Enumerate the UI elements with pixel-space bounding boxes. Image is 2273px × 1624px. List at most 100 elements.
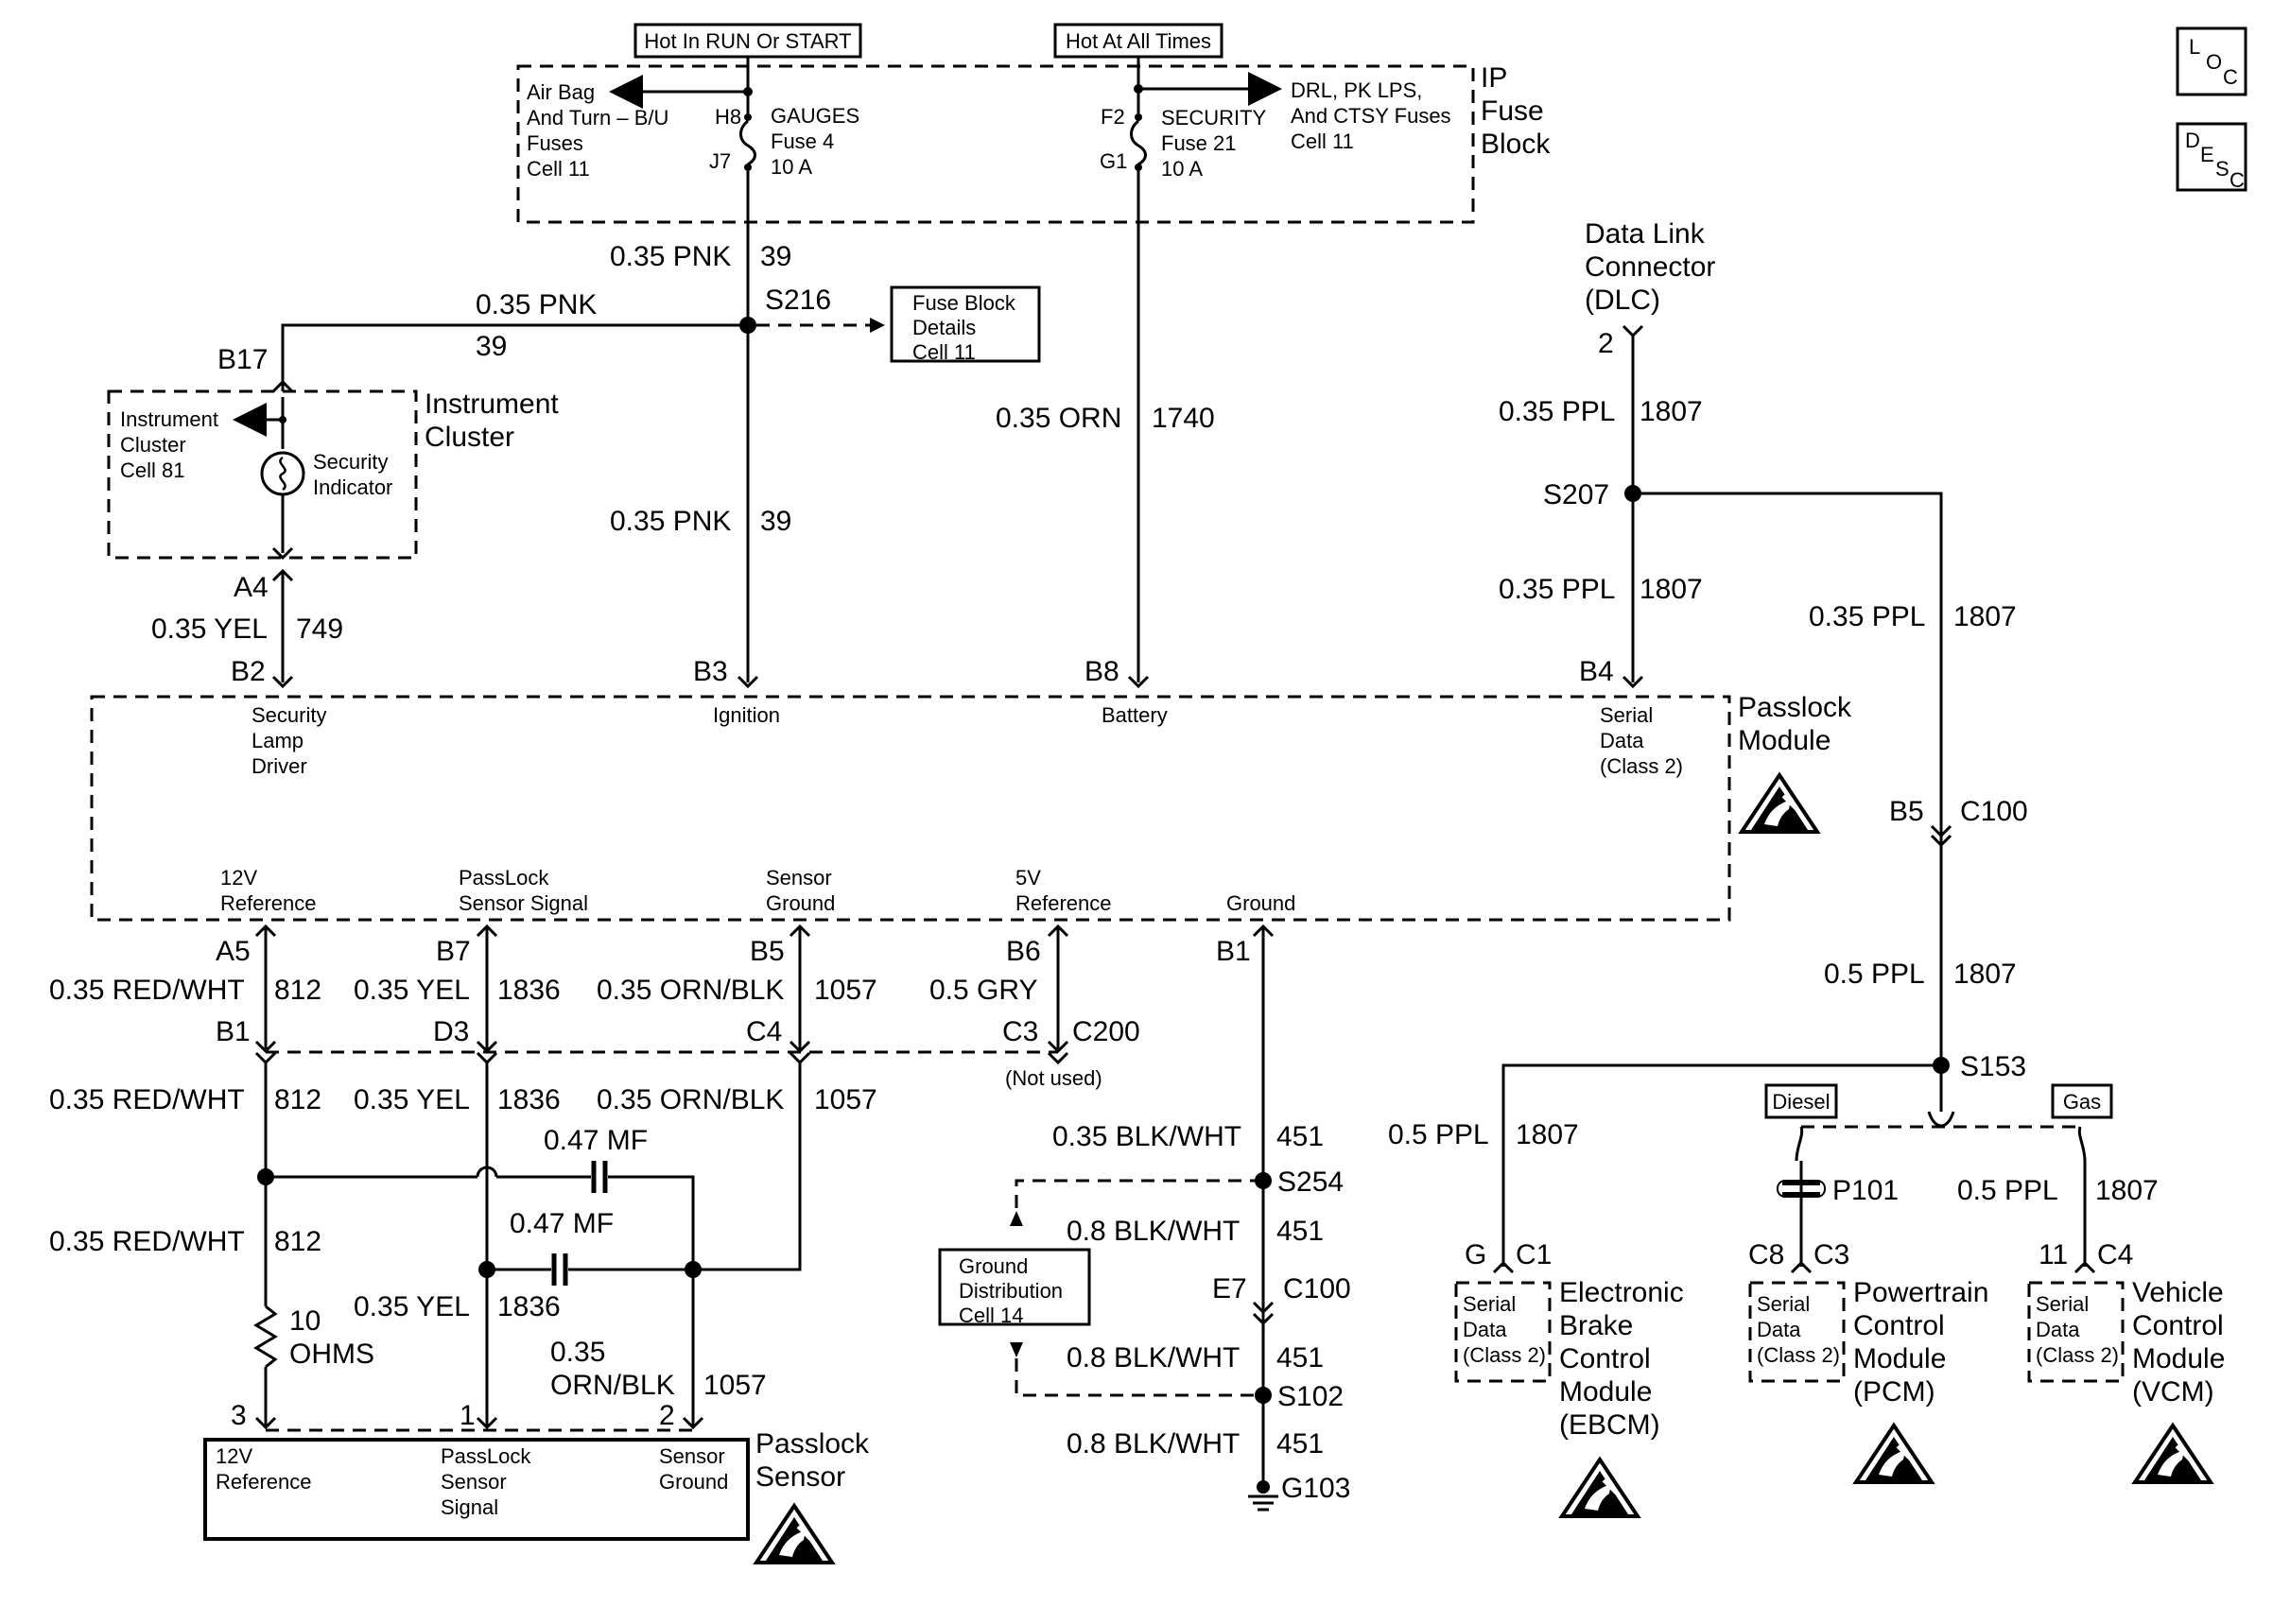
wire-label: 0.35 ORN/BLK: [597, 975, 784, 1006]
circuit-number: 451: [1276, 1121, 1324, 1152]
desc-letter: S: [2215, 157, 2230, 181]
power-label-always: Hot At All Times: [1053, 23, 1223, 59]
module-title-line: Module: [1738, 725, 1831, 756]
ground-distribution-ref[interactable]: Ground Distribution Cell 14: [938, 1248, 1091, 1327]
wire-label: 0.5 GRY: [929, 975, 1038, 1006]
wire-label: 0.35 PNK: [610, 241, 731, 272]
fuse-block-title-line: IP: [1481, 62, 1507, 94]
module-inner-text: (Class 2): [1463, 1343, 1546, 1367]
desc-icon[interactable]: D E S C: [2176, 122, 2247, 192]
splice-label: S254: [1277, 1166, 1344, 1198]
cluster-ref-text: Cell 81: [120, 458, 184, 482]
circuit-number: 1836: [497, 1084, 561, 1115]
fuse4-pin-in-label: H8: [715, 105, 741, 129]
fuse4-text: GAUGES: [771, 104, 859, 128]
sensor-pin-signal: PassLock Sensor Signal: [441, 1444, 531, 1519]
ip-fuse-block-box: [516, 64, 1475, 224]
pin-label-security-lamp: Security Lamp Driver: [252, 703, 326, 778]
wire-label: 0.35 PNK: [476, 289, 597, 320]
pin-label-ignition: Ignition: [713, 703, 780, 727]
pin-label-sensor-signal: PassLock Sensor Signal: [459, 866, 588, 915]
fuse4-feed-splice: [743, 87, 753, 96]
desc-letter: D: [2185, 129, 2200, 152]
fuse4-text: 10 A: [771, 155, 812, 179]
module-title-line: (PCM): [1853, 1376, 1935, 1408]
ebcm-inner-label: Serial Data (Class 2): [1463, 1292, 1546, 1367]
fuse21-pin-in-label: F2: [1101, 105, 1125, 129]
connector-chevron: [1127, 675, 1150, 689]
pin-label-serial-data: Serial Data (Class 2): [1600, 703, 1683, 778]
pin-label-sensor-ground: Sensor Ground: [766, 866, 835, 915]
fuse-detail-ref-arrow: [870, 318, 885, 333]
sensor-pin-text: PassLock: [441, 1444, 531, 1468]
ebcm-title: Electronic Brake Control Module (EBCM): [1559, 1277, 1684, 1441]
resistor-10-ohm: [253, 1304, 278, 1369]
pin-label: B5: [750, 936, 785, 967]
circuit-number: 1807: [1516, 1119, 1579, 1150]
connector-chevron: [476, 1416, 498, 1430]
module-title-line: (EBCM): [1559, 1409, 1660, 1441]
wire-label: ORN/BLK: [550, 1370, 675, 1401]
splice-label: S102: [1277, 1381, 1344, 1412]
fuse21-text: Fuse 21: [1161, 131, 1237, 155]
circuit-number: 1836: [497, 975, 561, 1006]
loc-icon[interactable]: L O C: [2176, 26, 2247, 96]
feed-text: And Turn – B/U: [527, 106, 668, 130]
wire-label: 0.35 BLK/WHT: [1052, 1121, 1241, 1152]
feed-text: Air Bag: [527, 80, 595, 104]
fuse4-element: [739, 119, 756, 166]
instrument-cluster-box: [107, 389, 418, 560]
pin-label: C3: [1002, 1016, 1038, 1047]
circuit-number: 451: [1276, 1428, 1324, 1460]
module-pin-text: Sensor: [766, 866, 832, 890]
cluster-title-line: Cluster: [425, 422, 514, 453]
pin-label: 3: [231, 1400, 247, 1431]
pin-label: B6: [1006, 936, 1041, 967]
pin-label: 2: [659, 1400, 675, 1431]
ground-dist-ref-arrow: [1010, 1211, 1023, 1226]
circuit-number: 812: [274, 1226, 321, 1257]
feed-text: Cell 11: [1291, 130, 1354, 153]
circuit-number: 1057: [814, 1084, 877, 1115]
instrument-cluster-ref[interactable]: Instrument Cluster Cell 81: [120, 407, 218, 482]
pin-label: B1: [216, 1016, 251, 1047]
connector-chevron: [1622, 324, 1644, 338]
vcm-box: [2027, 1281, 2125, 1383]
cluster-title-line: Instrument: [425, 389, 559, 420]
feed-text: Cell 11: [527, 157, 590, 181]
pin-label: E7: [1212, 1273, 1247, 1304]
module-title-line: Passlock: [1738, 692, 1852, 723]
pin-label: B7: [436, 936, 471, 967]
connector-label: P101: [1832, 1175, 1899, 1206]
connector-chevron: [271, 546, 294, 561]
pin-label: A4: [234, 572, 269, 603]
fuse-block-details-ref[interactable]: Fuse Block Details Cell 11: [890, 285, 1041, 364]
cluster-feed-wire: [281, 323, 748, 391]
connector-chevron: [1252, 1312, 1275, 1326]
circuit-number: 1807: [1640, 574, 1703, 605]
module-inner-text: Data: [1757, 1318, 1801, 1341]
sensor-pin-text: Sensor: [659, 1444, 725, 1468]
pin-label: C8: [1748, 1239, 1784, 1270]
wire-label-orn-low: 0.35 ORN/BLK: [550, 1337, 675, 1401]
instrument-cluster-title: Instrument Cluster: [425, 389, 559, 453]
pin-label: B4: [1579, 656, 1614, 687]
ref-text: Cell 11: [912, 340, 976, 364]
module-title-line: Module: [1559, 1376, 1652, 1408]
dlc-title: Data Link Connector (DLC): [1585, 218, 1715, 316]
circuit-number: 749: [296, 613, 343, 645]
connector-chevron: [737, 675, 759, 689]
dlc-title-line: Data Link: [1585, 218, 1706, 250]
sensor-pin-12v: 12V Reference: [216, 1444, 312, 1494]
circuit-number: 1057: [703, 1370, 767, 1401]
module-pin-text: 12V: [220, 866, 257, 890]
circuit-number: 1057: [814, 975, 877, 1006]
loc-letter: O: [2206, 50, 2222, 74]
wire-label: 0.35 ORN/BLK: [597, 1084, 784, 1115]
airbag-feed-label: Air Bag And Turn – B/U Fuses Cell 11: [527, 80, 668, 181]
pin-label-battery: Battery: [1102, 703, 1168, 727]
wire-label: 0.35 YEL: [151, 613, 268, 645]
wire-label: 0.35 YEL: [354, 1084, 470, 1115]
pin-label: B8: [1084, 656, 1119, 687]
fuse21-pin-in: [1135, 113, 1142, 121]
